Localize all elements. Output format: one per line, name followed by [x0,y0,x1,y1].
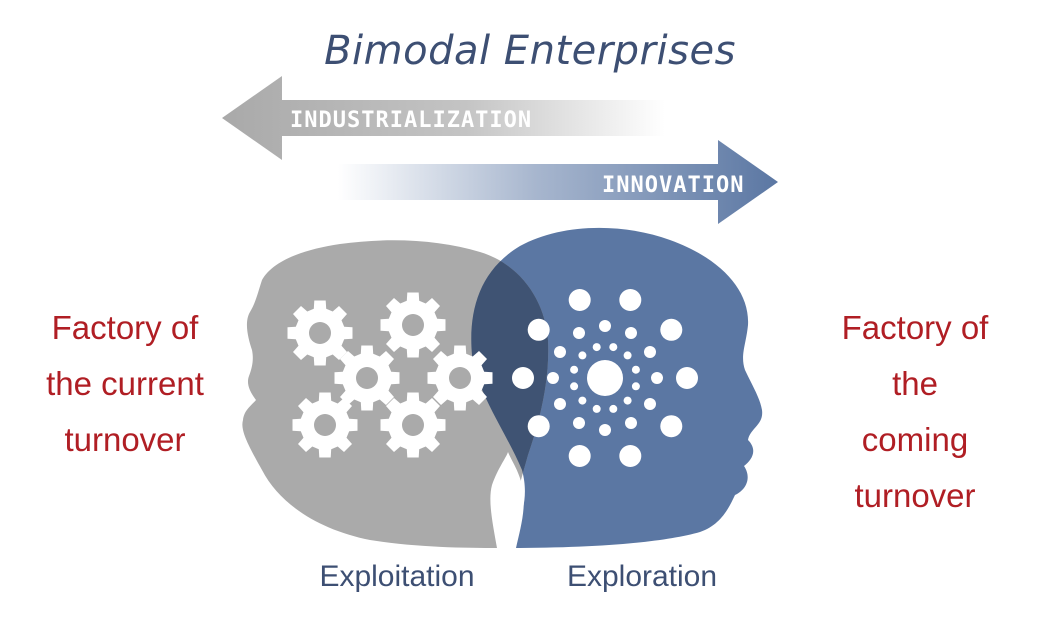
radial-dot [609,343,618,352]
left-side-label: Factory of the current turnover [30,300,220,468]
radial-dots-icon [512,289,698,467]
radial-dot [599,424,611,436]
radial-dot [619,445,642,467]
radial-dot [651,372,663,384]
gear-hole [402,414,424,436]
exploitation-caption: Exploitation [319,560,475,593]
radial-dot [554,398,566,410]
gear-hole [314,414,336,436]
radial-dot [644,398,656,410]
gear-hole [449,367,471,389]
radial-dot [570,365,579,374]
gears-icon [287,292,493,458]
radial-dot [625,417,637,429]
radial-dot [631,365,640,374]
radial-dot [609,404,618,413]
radial-dot [527,318,550,341]
radial-dot [623,351,632,360]
industrialization-label: INDUSTRIALIZATION [290,108,532,133]
radial-dot [599,320,611,332]
radial-dot [512,367,534,389]
right-side-line: turnover [854,477,976,514]
radial-dot [619,289,642,311]
radial-dot [568,445,591,467]
right-side-line: coming [861,421,969,458]
gear-hole [356,367,378,389]
radial-dot [592,343,601,352]
innovation-label: INNOVATION [602,173,744,198]
left-side-line: Factory of [51,309,199,346]
radial-dot [676,367,698,389]
radial-dot [573,327,585,339]
industrialization-arrow: INDUSTRIALIZATION [222,76,665,160]
exploration-caption: Exploration [566,560,718,593]
left-side-line: turnover [64,421,186,458]
gear-hole [402,314,424,336]
right-side-line: Factory of the [841,309,989,402]
radial-dot [592,404,601,413]
radial-dot [660,415,683,438]
radial-dot [568,289,591,311]
radial-dot [631,382,640,391]
left-side-line: the current [46,365,204,402]
radial-dot [573,417,585,429]
radial-dot [547,372,559,384]
radial-dot [625,327,637,339]
radial-dot [578,351,587,360]
radial-dot [578,396,587,405]
right-side-label: Factory of the coming turnover [815,300,1015,524]
neck-gap [490,452,524,548]
gear-hole [309,322,331,344]
page-title: Bimodal Enterprises [324,28,736,74]
radial-dot [554,346,566,358]
center-dot [587,360,623,396]
radial-dot [527,415,550,438]
radial-dot [660,318,683,341]
radial-dot [570,382,579,391]
innovation-arrow: INNOVATION [338,140,778,224]
radial-dot [623,396,632,405]
radial-dot [644,346,656,358]
